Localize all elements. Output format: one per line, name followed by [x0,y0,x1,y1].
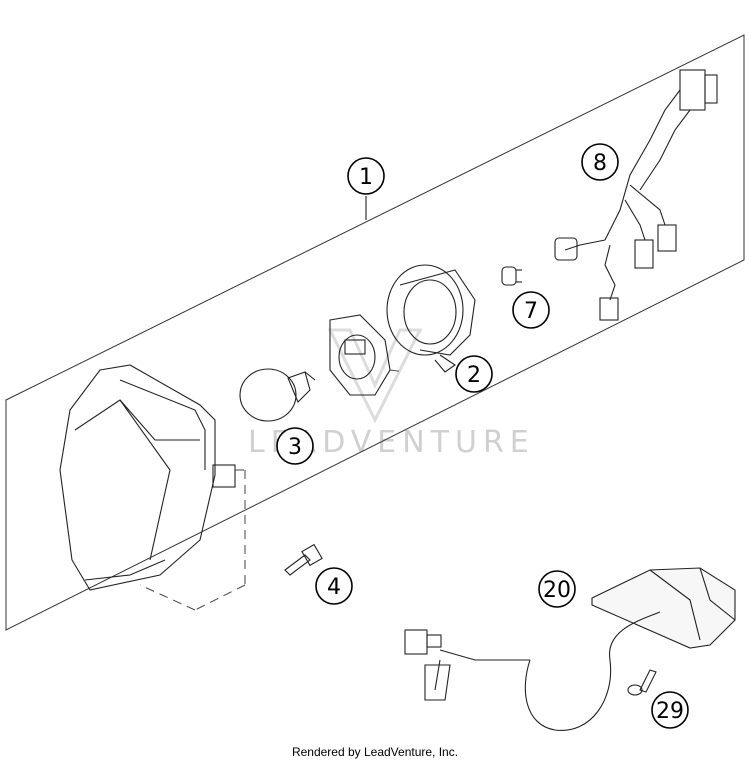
bulb-holder-ring[interactable] [329,314,406,396]
assembly-frame [5,34,745,631]
rubber-boot[interactable] [386,264,476,373]
callout-4: 4 [315,567,353,605]
callout-8: 8 [581,143,619,181]
cable-harness[interactable] [404,611,661,731]
callout-7-label: 7 [524,299,538,324]
callout-2: 2 [455,355,493,393]
headlight-mask[interactable] [59,364,246,611]
callout-4-label: 4 [327,575,341,600]
wiring-harness[interactable] [554,69,718,321]
callout-20: 20 [538,570,576,608]
callout-29: 29 [651,691,689,729]
parking-bulb[interactable] [501,266,522,286]
headlight-bulb[interactable] [239,368,316,422]
callout-1-label: 1 [359,165,373,190]
cover-screw[interactable] [627,669,657,696]
callout-8-label: 8 [593,151,607,176]
callout-3-label: 3 [288,435,302,460]
callout-20-label: 20 [543,578,571,603]
callout-2-label: 2 [467,363,481,388]
callout-29-label: 29 [656,699,684,724]
footer-credit: Rendered by LeadVenture, Inc. [291,745,459,759]
headlight-cover[interactable] [591,567,736,649]
callout-7: 7 [512,291,550,329]
callout-3: 3 [276,427,314,465]
mounting-screw[interactable] [284,543,323,576]
callout-1: 1 [347,157,385,195]
